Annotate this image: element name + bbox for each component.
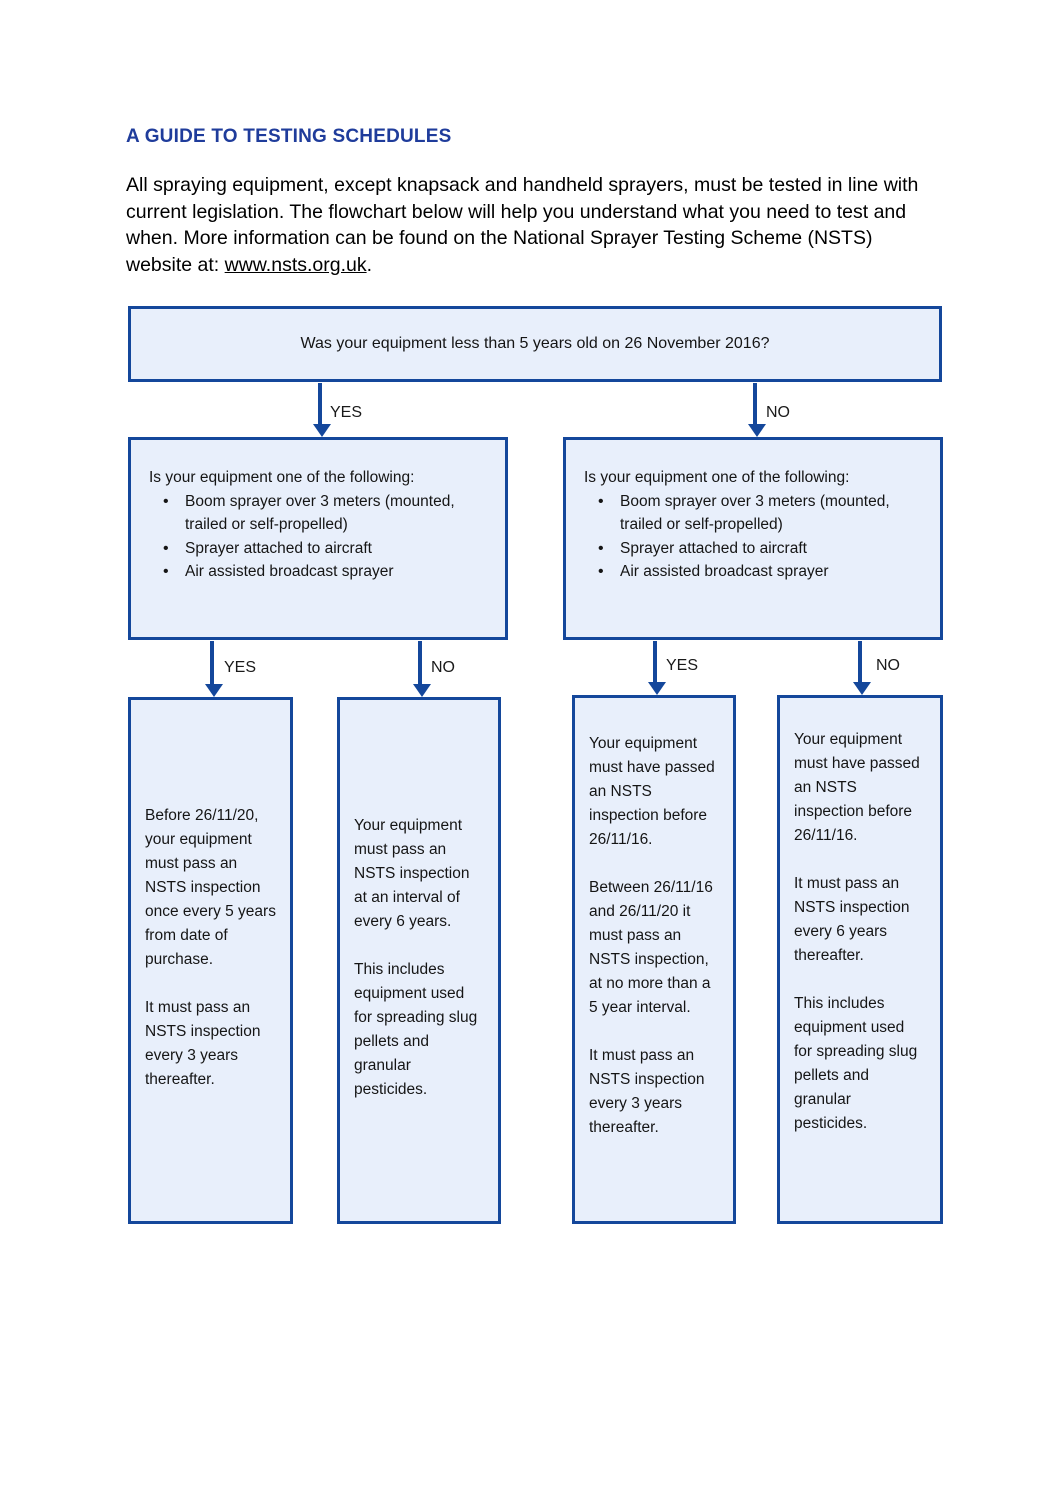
- level2-right-intro: Is your equipment one of the following:: [584, 469, 850, 486]
- flow-box-top-question: Was your equipment less than 5 years old…: [128, 306, 942, 382]
- connector-label-right-no: NO: [876, 657, 900, 674]
- result-1-text: Before 26/11/20, your equipment must pas…: [131, 700, 290, 1092]
- list-item-label: Air assisted broadcast sprayer: [185, 563, 394, 580]
- intro-paragraph: All spraying equipment, except knapsack …: [126, 172, 932, 278]
- flow-box-result-3: Your equipment must have passed an NSTS …: [572, 695, 736, 1224]
- result-paragraph: Your equipment must have passed an NSTS …: [794, 731, 920, 844]
- connector-label-right-yes: YES: [666, 657, 699, 674]
- connector-arrowhead-right-no: [853, 682, 871, 695]
- result-paragraph: It must pass an NSTS inspection every 6 …: [794, 875, 910, 964]
- result-paragraph: It must pass an NSTS inspection every 3 …: [589, 1047, 705, 1136]
- result-paragraph: This includes equipment used for spreadi…: [794, 995, 918, 1132]
- top-question-text: Was your equipment less than 5 years old…: [300, 335, 770, 353]
- bullet-icon: •: [163, 539, 169, 557]
- intro-text: All spraying equipment, except knapsack …: [126, 174, 919, 276]
- bullet-icon: •: [163, 492, 169, 510]
- connector-line-right-yes: [653, 641, 657, 685]
- connector-label-left-no: NO: [431, 659, 455, 676]
- result-paragraph: This includes equipment used for spreadi…: [354, 961, 478, 1098]
- connector-line-right-no: [858, 641, 862, 685]
- bullet-icon: •: [163, 563, 169, 580]
- connector-label-left-yes: YES: [224, 659, 257, 676]
- connector-arrowhead-top-yes: [313, 424, 331, 437]
- result-paragraph: Before 26/11/20, your equipment must pas…: [145, 807, 276, 968]
- list-item-label: Air assisted broadcast sprayer: [620, 563, 829, 580]
- nsts-website-link[interactable]: www.nsts.org.uk: [224, 253, 367, 276]
- intro-text-end: .: [366, 253, 373, 276]
- connector-arrowhead-right-yes: [648, 682, 666, 695]
- list-item: • Air assisted broadcast sprayer: [163, 560, 487, 584]
- flow-box-level2-right: Is your equipment one of the following: …: [563, 437, 943, 640]
- list-item: • Air assisted broadcast sprayer: [598, 560, 922, 584]
- result-paragraph: It must pass an NSTS inspection every 3 …: [145, 999, 261, 1088]
- list-item: • Sprayer attached to aircraft: [598, 537, 922, 561]
- flow-box-result-1: Before 26/11/20, your equipment must pas…: [128, 697, 293, 1224]
- result-4-text: Your equipment must have passed an NSTS …: [780, 698, 940, 1136]
- connector-line-left-yes: [210, 641, 214, 687]
- level2-right-body: Is your equipment one of the following: …: [566, 440, 940, 584]
- result-paragraph: Your equipment must pass an NSTS inspect…: [354, 817, 470, 930]
- connector-arrowhead-left-no: [413, 684, 431, 697]
- flow-box-result-2: Your equipment must pass an NSTS inspect…: [337, 697, 501, 1224]
- level2-left-body: Is your equipment one of the following: …: [131, 440, 505, 584]
- list-item-label: Sprayer attached to aircraft: [185, 539, 372, 557]
- result-paragraph: Your equipment must have passed an NSTS …: [589, 735, 715, 848]
- connector-line-top-yes: [318, 383, 322, 427]
- list-item-label: Boom sprayer over 3 meters (mounted, tra…: [185, 492, 455, 534]
- connector-arrowhead-top-no: [748, 424, 766, 437]
- result-2-text: Your equipment must pass an NSTS inspect…: [340, 700, 498, 1102]
- connector-line-top-no: [753, 383, 757, 427]
- list-item: • Boom sprayer over 3 meters (mounted, tr…: [598, 490, 922, 537]
- connector-line-left-no: [418, 641, 422, 687]
- result-paragraph: Between 26/11/16 and 26/11/20 it must pa…: [589, 879, 713, 1016]
- connector-label-top-no: NO: [766, 404, 790, 421]
- bullet-icon: •: [598, 539, 604, 557]
- level2-left-item-list: • Boom sprayer over 3 meters (mounted, tr…: [149, 490, 487, 584]
- list-item-label: Boom sprayer over 3 meters (mounted, tra…: [620, 492, 890, 534]
- level2-right-item-list: • Boom sprayer over 3 meters (mounted, tr…: [584, 490, 922, 584]
- connector-arrowhead-left-yes: [205, 684, 223, 697]
- list-item-label: Sprayer attached to aircraft: [620, 539, 807, 557]
- result-3-text: Your equipment must have passed an NSTS …: [575, 698, 733, 1140]
- page-title: A GUIDE TO TESTING SCHEDULES: [126, 126, 452, 147]
- bullet-icon: •: [598, 563, 604, 580]
- connector-label-top-yes: YES: [330, 404, 363, 421]
- list-item: • Boom sprayer over 3 meters (mounted, tr…: [163, 490, 487, 537]
- flow-box-result-4: Your equipment must have passed an NSTS …: [777, 695, 943, 1224]
- level2-left-intro: Is your equipment one of the following:: [149, 469, 415, 486]
- flow-box-level2-left: Is your equipment one of the following: …: [128, 437, 508, 640]
- list-item: • Sprayer attached to aircraft: [163, 537, 487, 561]
- bullet-icon: •: [598, 492, 604, 510]
